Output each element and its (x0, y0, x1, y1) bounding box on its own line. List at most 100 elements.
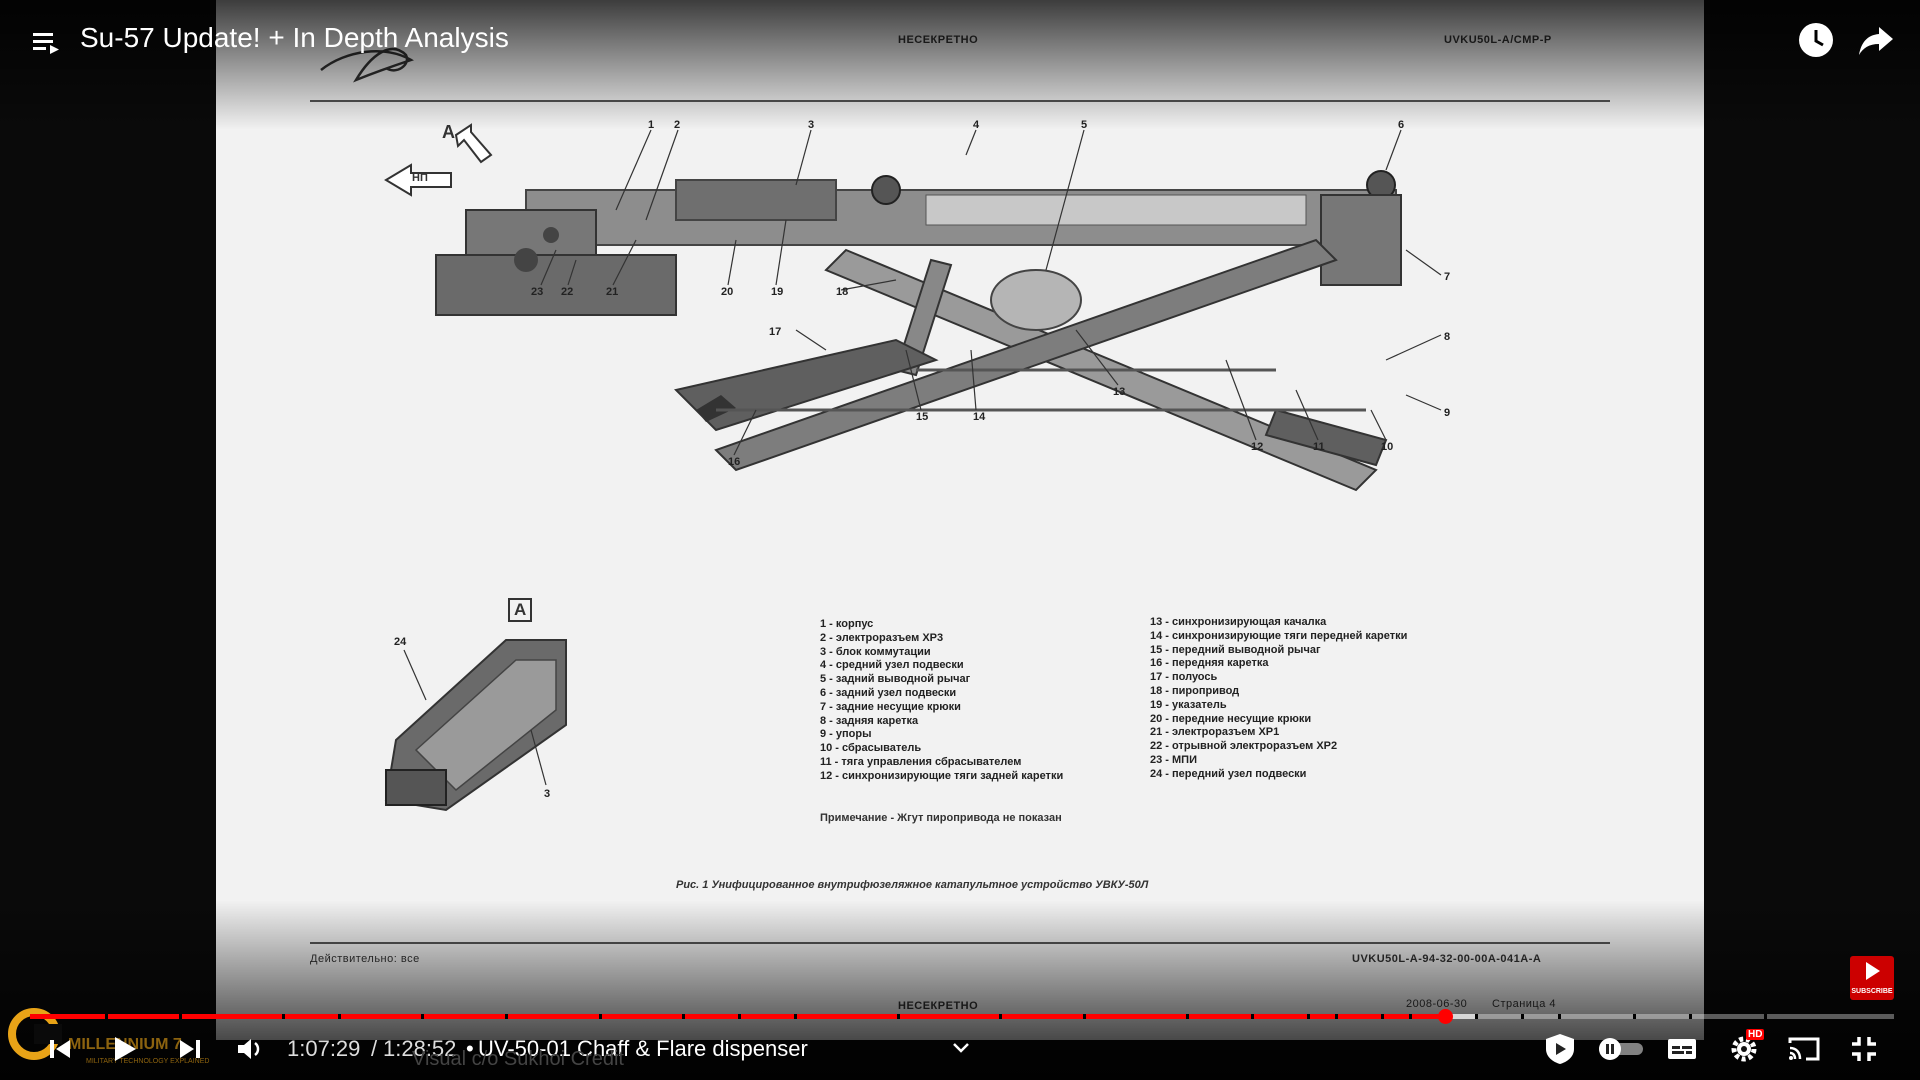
played-bar (30, 1014, 1446, 1019)
svg-text:5: 5 (1081, 119, 1087, 131)
hd-badge: HD (1746, 1029, 1765, 1040)
legend-item: 8 - задняя каретка (820, 714, 919, 727)
chapter-marker (1763, 1014, 1767, 1019)
legend-item: 10 - сбрасыватель (820, 742, 922, 755)
legend-item: 4 - средний узел подвески (820, 659, 964, 672)
view-label-a-boxed: А (508, 598, 533, 622)
svg-text:24: 24 (394, 636, 407, 648)
chapter-marker (1334, 1014, 1338, 1019)
chapter-marker (598, 1014, 602, 1019)
chapter-marker (1688, 1014, 1692, 1019)
svg-text:19: 19 (771, 286, 783, 298)
svg-text:23: 23 (531, 286, 543, 298)
header-rule (310, 100, 1610, 102)
legend-item: 7 - задние несущие крюки (820, 700, 961, 713)
chapter-marker (281, 1014, 285, 1019)
exit-fullscreen-icon (1852, 1037, 1876, 1061)
chapter-marker (738, 1014, 742, 1019)
legend-item: 2 - электроразъем ХР3 (820, 631, 944, 644)
chapter-menu-button[interactable] (936, 1024, 986, 1072)
legend-item: 9 - упоры (820, 728, 872, 741)
legend-item: 12 - синхронизирующие тяги задней каретк… (820, 769, 1064, 782)
autoplay-toggle[interactable] (1594, 1025, 1648, 1073)
chapter-marker (1633, 1014, 1637, 1019)
chapter-marker (421, 1014, 425, 1019)
legend-item: 18 - пиропривод (1150, 684, 1240, 697)
legend-item: 23 - МПИ (1150, 753, 1197, 766)
play-button[interactable] (100, 1025, 148, 1073)
scrubber-handle[interactable] (1438, 1009, 1454, 1024)
chapter-marker (1558, 1014, 1562, 1019)
playlist-icon (33, 33, 59, 54)
svg-text:11: 11 (1313, 441, 1325, 453)
previous-button[interactable] (36, 1025, 84, 1073)
doc-footer-left: Действительно: все (310, 953, 420, 965)
chapter-marker (1306, 1014, 1310, 1019)
svg-text:9: 9 (1444, 407, 1450, 419)
captions-button[interactable] (1658, 1025, 1706, 1073)
channel-logo-icon (8, 1008, 62, 1060)
svg-text:15: 15 (916, 411, 928, 423)
subtitle-overlay: Visual c/o Sukhoi Credit (412, 1048, 624, 1070)
svg-text:21: 21 (606, 286, 618, 298)
doc-note: Примечание - Жгут пиропривода не показан (820, 812, 1062, 824)
skip-next-icon (180, 1040, 200, 1058)
legend-item: 19 - указатель (1150, 698, 1227, 711)
watch-later-button[interactable] (1792, 16, 1840, 64)
shield-play-icon (1546, 1034, 1574, 1064)
video-frame-document: НЕСЕКРЕТНО UVKU50L-A/CMP-P (216, 0, 1704, 1040)
chapter-marker (104, 1014, 108, 1019)
subscribe-watermark[interactable]: SUBSCRIBE (1850, 956, 1894, 1000)
chapter-marker (505, 1014, 509, 1019)
time-total: 1:28:52 (383, 1036, 457, 1061)
legend-item: 3 - блок коммутации (820, 645, 931, 658)
cast-button[interactable] (1780, 1025, 1828, 1073)
svg-text:22: 22 (561, 286, 573, 298)
svg-text:16: 16 (728, 456, 740, 468)
chapter-separator: • (466, 1036, 474, 1061)
channel-logo-subtext: MILITARY TECHNOLOGY EXPLAINED (86, 1058, 210, 1065)
svg-text:6: 6 (1398, 119, 1404, 131)
video-title[interactable]: Su-57 Update! + In Depth Analysis (80, 22, 509, 53)
exit-fullscreen-button[interactable] (1840, 1025, 1888, 1073)
buffered-bar (1445, 1014, 1475, 1019)
play-icon (1866, 962, 1880, 980)
legend-item: 11 - тяга управления сбрасывателем (820, 755, 1022, 768)
progress-bar[interactable] (30, 1009, 1894, 1024)
next-button[interactable] (166, 1025, 214, 1073)
chapter-marker (337, 1014, 341, 1019)
time-separator: / (371, 1036, 378, 1061)
view-label-a: А (442, 122, 455, 142)
svg-text:13: 13 (1113, 386, 1125, 398)
chapter-marker (1409, 1014, 1413, 1019)
time-current: 1:07:29 (287, 1036, 361, 1061)
legend-item: 15 - передний выводной рычаг (1150, 643, 1321, 656)
share-button[interactable] (1852, 16, 1900, 64)
chapter-marker (896, 1014, 900, 1019)
svg-text:3: 3 (544, 788, 550, 800)
sponsor-button[interactable] (1536, 1025, 1584, 1073)
legend-item: 1 - корпус (820, 618, 874, 630)
gear-icon (1731, 1036, 1757, 1062)
autoplay-toggle-icon (1599, 1038, 1643, 1060)
svg-text:8: 8 (1444, 331, 1450, 343)
settings-button[interactable]: HD (1720, 1025, 1768, 1073)
doc-footer-right: UVKU50L-A-94-32-00-00A-041A-A (1352, 953, 1542, 965)
svg-text:14: 14 (973, 411, 986, 423)
chapter-marker (179, 1014, 183, 1019)
playlist-button[interactable] (22, 18, 70, 66)
svg-text:17: 17 (769, 326, 781, 338)
chapter-marker (1250, 1014, 1254, 1019)
figure-caption: Рис. 1 Унифицированное внутрифюзеляжное … (676, 879, 1149, 891)
legend-item: 14 - синхронизирующие тяги передней каре… (1150, 629, 1408, 642)
legend-item: 17 - полуось (1150, 671, 1218, 684)
direction-arrow-icon (384, 163, 452, 197)
svg-text:12: 12 (1251, 441, 1263, 453)
legend-item: 22 - отрывной электроразъем ХР2 (1150, 740, 1338, 753)
chapter-title[interactable]: UV-50-01 Chaff & Flare dispenser (478, 1036, 808, 1061)
svg-text:7: 7 (1444, 271, 1450, 283)
volume-button[interactable] (226, 1025, 274, 1073)
clock-icon (1799, 23, 1833, 57)
